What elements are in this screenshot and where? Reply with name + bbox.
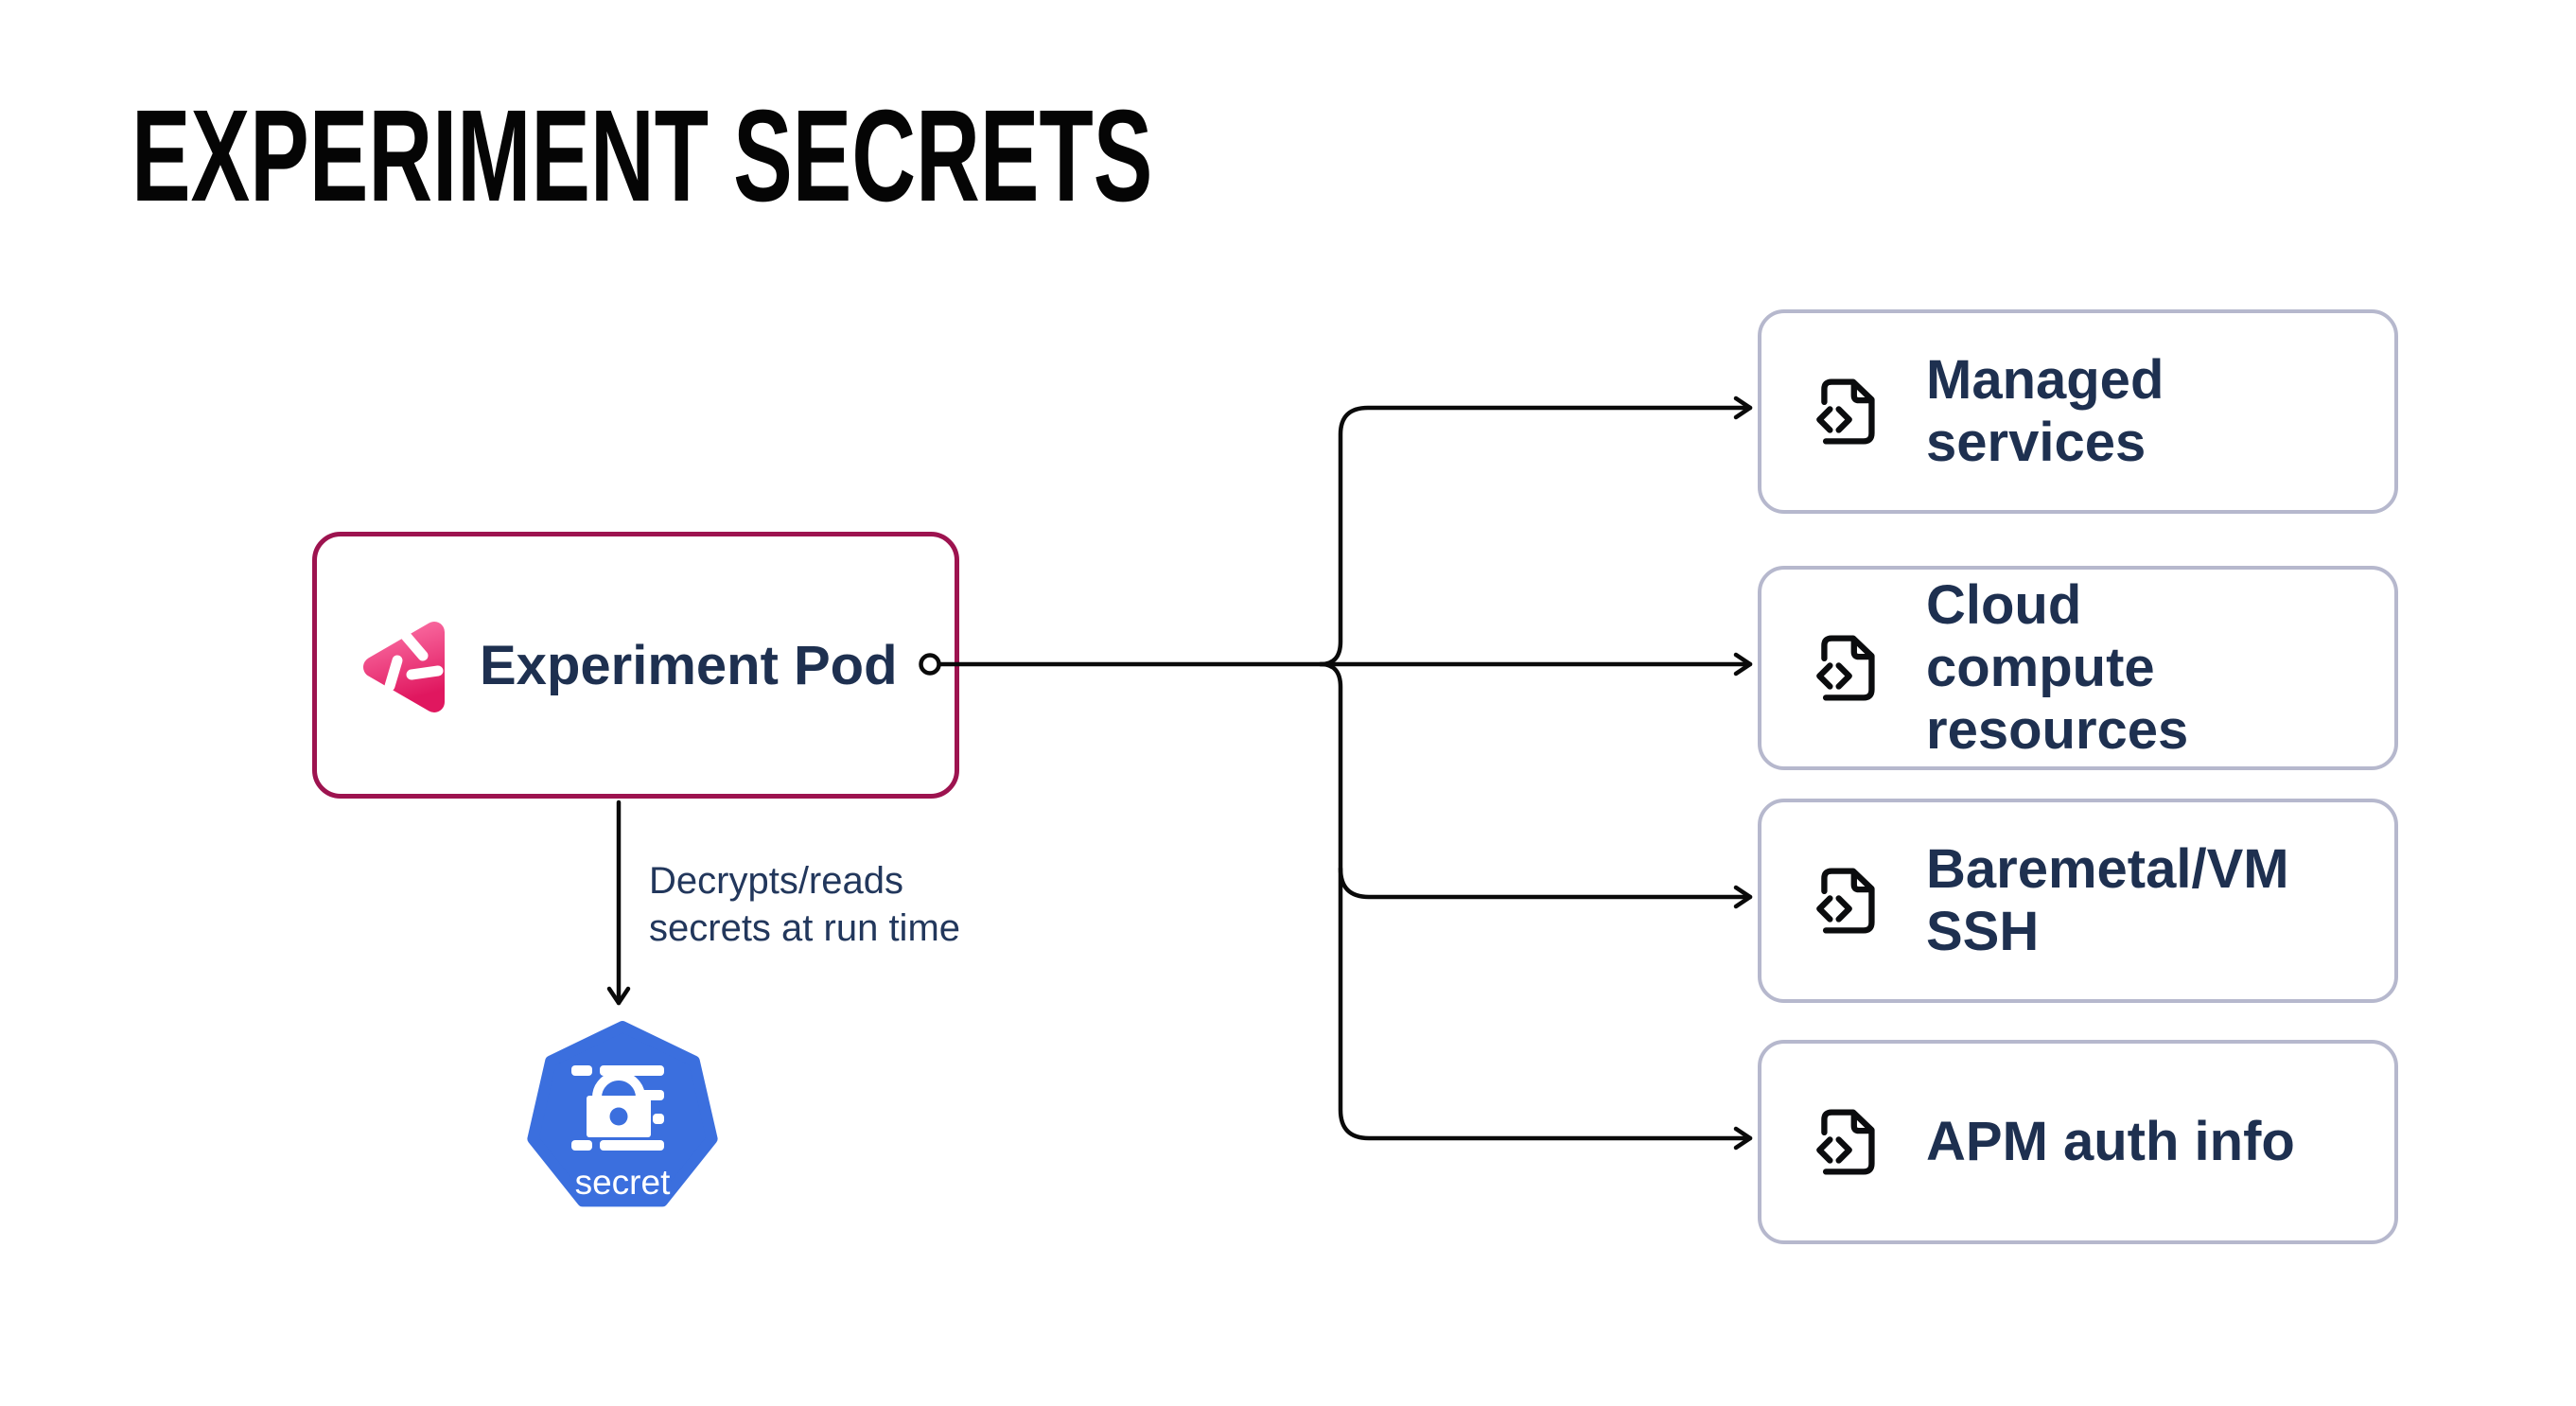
target-label: Managed services [1926,349,2164,473]
target-label: APM auth info [1926,1111,2295,1172]
edge-pod-to-managed-services [1318,395,1753,667]
file-code-icon [1816,635,1875,701]
kubernetes-secret-node: secret [527,1021,718,1207]
target-node-baremetal-vm-ssh: Baremetal/VM SSH [1758,799,2398,1003]
target-node-apm-auth-info: APM auth info [1758,1040,2398,1244]
edge-label: Decrypts/reads secrets at run time [649,860,961,949]
page-title: EXPERIMENT SECRETS [131,83,1153,229]
experiment-pod-node: Experiment Pod [312,532,959,799]
target-node-managed-services: Managed services [1758,309,2398,514]
file-code-icon [1816,868,1875,934]
edge-pod-to-apm-auth-info [1318,661,1753,1151]
padlock-icon [571,1065,664,1151]
target-node-cloud-compute: Cloud compute resources [1758,566,2398,770]
experiment-pod-label: Experiment Pod [480,634,898,696]
edge-pod-to-baremetal-ssh [1338,866,1753,909]
target-label: Baremetal/VM SSH [1926,838,2289,962]
file-code-icon [1816,1109,1875,1175]
target-label: Cloud compute resources [1926,574,2189,761]
secret-node-label: secret [575,1163,671,1202]
chaos-pinwheel-icon [363,622,445,712]
file-code-icon [1816,378,1875,445]
